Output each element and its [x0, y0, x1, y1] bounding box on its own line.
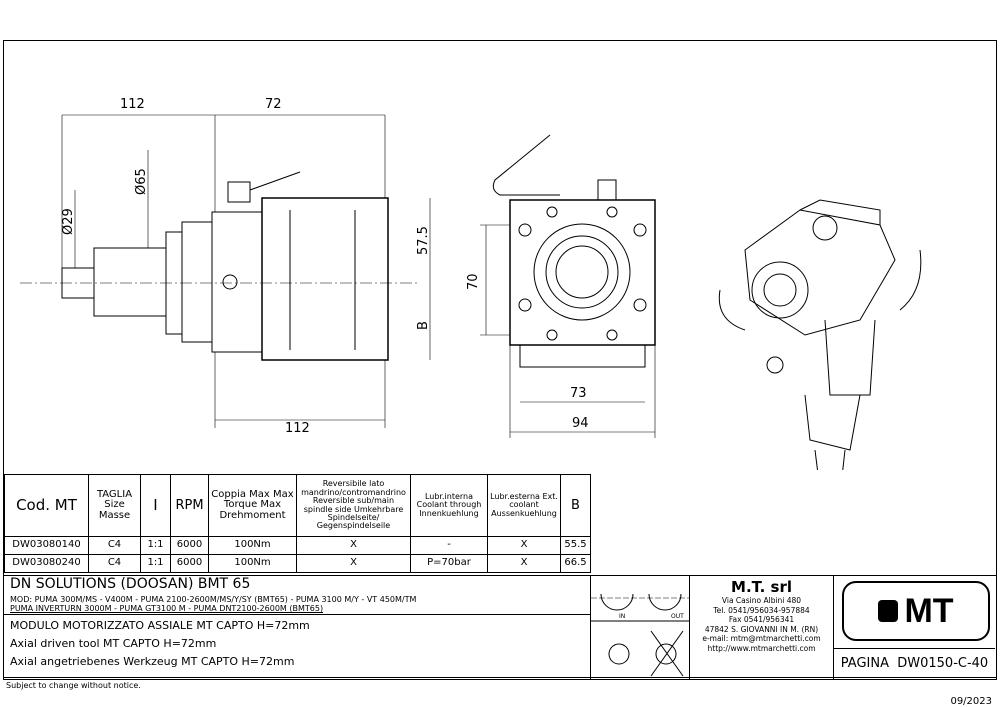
- company-fax: Fax 0541/956341: [728, 615, 795, 624]
- col-torque: Coppia Max Max Torque Max Drehmoment: [208, 474, 297, 537]
- rotation-in-icon: [600, 593, 634, 611]
- company-address: Via Casino Albini 480: [721, 596, 802, 605]
- table-header: Cod. MT TAGLIA Size Masse I RPM Coppia M…: [4, 474, 591, 537]
- company-name: M.T. srl: [731, 578, 792, 596]
- models-line-1: MOD: PUMA 300M/MS - V400M - PUMA 2100-26…: [10, 595, 417, 604]
- cell: 100Nm: [208, 554, 297, 573]
- col-coolant-internal: Lubr.interna Coolant through Innenkuehlu…: [410, 474, 488, 537]
- desc-english: Axial driven tool MT CAPTO H=72mm: [10, 637, 217, 650]
- dim-dia29: Ø29: [61, 208, 76, 235]
- models-line-2: PUMA INVERTURN 3000M - PUMA GT3100 M - P…: [10, 604, 324, 613]
- cell: 1:1: [140, 536, 171, 555]
- dim-73: 73: [570, 386, 587, 401]
- col-cod-mt: Cod. MT: [4, 474, 89, 537]
- cell: X: [487, 554, 561, 573]
- company-block: M.T. srl Via Casino Albini 480 Tel. 0541…: [689, 575, 834, 680]
- spec-table: Cod. MT TAGLIA Size Masse I RPM Coppia M…: [4, 474, 591, 573]
- footer-date: 09/2023: [950, 696, 992, 707]
- motor-icon: [878, 600, 899, 622]
- rotation-block: IN OUT: [590, 575, 690, 680]
- front-view: [480, 134, 656, 438]
- desc-german: Axial angetriebenes Werkzeug MT CAPTO H=…: [10, 655, 295, 668]
- company-website[interactable]: http://www.mtmarchetti.com: [707, 643, 816, 653]
- technical-drawing: 112 72 Ø29 Ø65 57.5 B 112 70 73 94: [20, 97, 922, 470]
- dim-112-bottom: 112: [285, 421, 310, 436]
- cell: X: [296, 554, 411, 573]
- logo-block: MT PAGINA DW0150-C-40: [833, 575, 997, 680]
- cell: 100Nm: [208, 536, 297, 555]
- footer-notice: Subject to change without notice.: [6, 681, 141, 690]
- label-in: IN: [619, 613, 625, 620]
- rotation-out-icon: [648, 593, 682, 611]
- cell: X: [487, 536, 561, 555]
- page-number: PAGINA DW0150-C-40: [834, 648, 995, 678]
- cell: DW03080240: [4, 554, 89, 573]
- cell: -: [410, 536, 488, 555]
- col-reversible: Reversibile lato mandrino/contromandrino…: [296, 474, 411, 537]
- isometric-view: [718, 199, 922, 470]
- cell: X: [296, 536, 411, 555]
- cell: C4: [88, 536, 141, 555]
- cell: 6000: [170, 536, 209, 555]
- cell: 1:1: [140, 554, 171, 573]
- description-block: MODULO MOTORIZZATO ASSIALE MT CAPTO H=72…: [3, 614, 591, 680]
- company-email[interactable]: e-mail: mtm@mtmarchetti.com: [702, 634, 821, 643]
- drawing-frame: [3, 40, 997, 678]
- dim-112-top: 112: [120, 97, 145, 112]
- dim-dia65: Ø65: [134, 168, 149, 195]
- cell: P=70bar: [410, 554, 488, 573]
- col-coolant-external: Lubr.esterna Ext. coolant Aussenkuehlung: [487, 474, 561, 537]
- cell: C4: [88, 554, 141, 573]
- dim-94: 94: [572, 416, 589, 431]
- cell: 55.5: [560, 536, 591, 555]
- company-city: 47842 S. GIOVANNI IN M. (RN): [704, 624, 819, 634]
- mt-logo: MT: [842, 581, 990, 641]
- side-view: [20, 114, 431, 428]
- col-rpm: RPM: [170, 474, 209, 537]
- dim-72: 72: [265, 97, 282, 112]
- label-out: OUT: [671, 613, 684, 620]
- col-taglia: TAGLIA Size Masse: [88, 474, 141, 537]
- machine-block: DN SOLUTIONS (DOOSAN) BMT 65 MOD: PUMA 3…: [3, 575, 591, 615]
- desc-italian: MODULO MOTORIZZATO ASSIALE MT CAPTO H=72…: [10, 619, 310, 632]
- machine-title: DN SOLUTIONS (DOOSAN) BMT 65: [10, 576, 251, 592]
- cell: 66.5: [560, 554, 591, 573]
- dim-57-5: 57.5: [416, 226, 431, 255]
- cell: 6000: [170, 554, 209, 573]
- col-b: B: [560, 474, 591, 537]
- col-i: I: [140, 474, 171, 537]
- logo-text: MT: [904, 591, 954, 630]
- dim-70: 70: [466, 273, 481, 290]
- cell: DW03080140: [4, 536, 89, 555]
- company-tel: Tel. 0541/956034-957884: [713, 605, 810, 615]
- dim-b: B: [416, 321, 431, 330]
